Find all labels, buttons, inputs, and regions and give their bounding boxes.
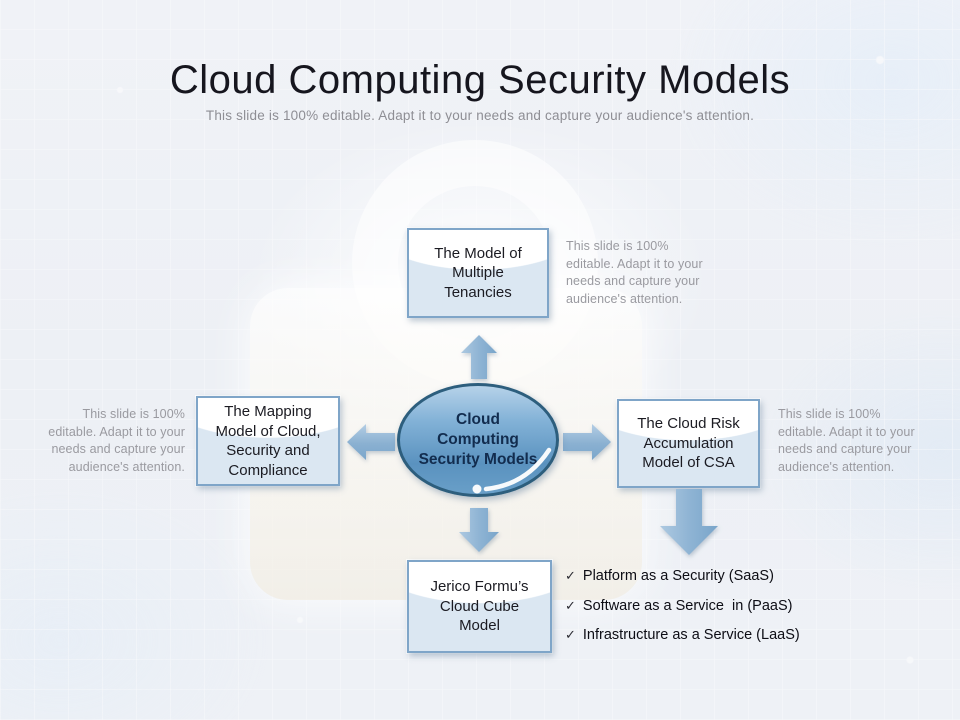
checklist-label: Software as a Service in (PaaS) [582, 597, 793, 614]
center-node-cloud-computing-security-models: Cloud Computing Security Models [397, 383, 559, 497]
node-model-of-multiple-tenancies: The Model of Multiple Tenancies [407, 228, 549, 318]
annotation-top-right: This slide is 100% editable. Adapt it to… [566, 239, 703, 306]
check-icon: ✓ [565, 627, 576, 642]
page-subtitle: This slide is 100% editable. Adapt it to… [205, 108, 755, 123]
check-icon: ✓ [565, 597, 576, 613]
node-jerico-cloud-cube: Jerico Formu’s Cloud Cube Model [407, 560, 552, 653]
node-mapping-model: The Mapping Model of Cloud, Security and… [196, 396, 340, 486]
service-checklist: ✓ Platform as a Security (SaaS) ✓ Softwa… [565, 566, 865, 655]
node-cloud-risk-accumulation: The Cloud Risk Accumulation Model of CSA [617, 399, 760, 488]
list-item: ✓ Software as a Service in (PaaS) [565, 596, 865, 616]
arrow-left-icon [347, 424, 395, 460]
annotation-right: This slide is 100% editable. Adapt it to… [778, 407, 915, 474]
check-icon: ✓ [565, 568, 576, 583]
center-node-label: Cloud Computing Security Models [418, 411, 538, 468]
page-title: Cloud Computing Security Models [169, 58, 791, 102]
checklist-label: Infrastructure as a Service (LaaS) [582, 627, 800, 643]
arrow-big-down-icon [660, 489, 718, 555]
list-item: ✓ Infrastructure as a Service (LaaS) [565, 625, 865, 645]
arrow-up-icon [461, 335, 497, 379]
arrow-right-icon [563, 424, 611, 460]
annotation-left: This slide is 100% editable. Adapt it to… [48, 407, 185, 474]
arrow-down-icon [459, 508, 499, 552]
checklist-label: Platform as a Security (SaaS) [582, 568, 774, 584]
list-item: ✓ Platform as a Security (SaaS) [565, 566, 865, 586]
